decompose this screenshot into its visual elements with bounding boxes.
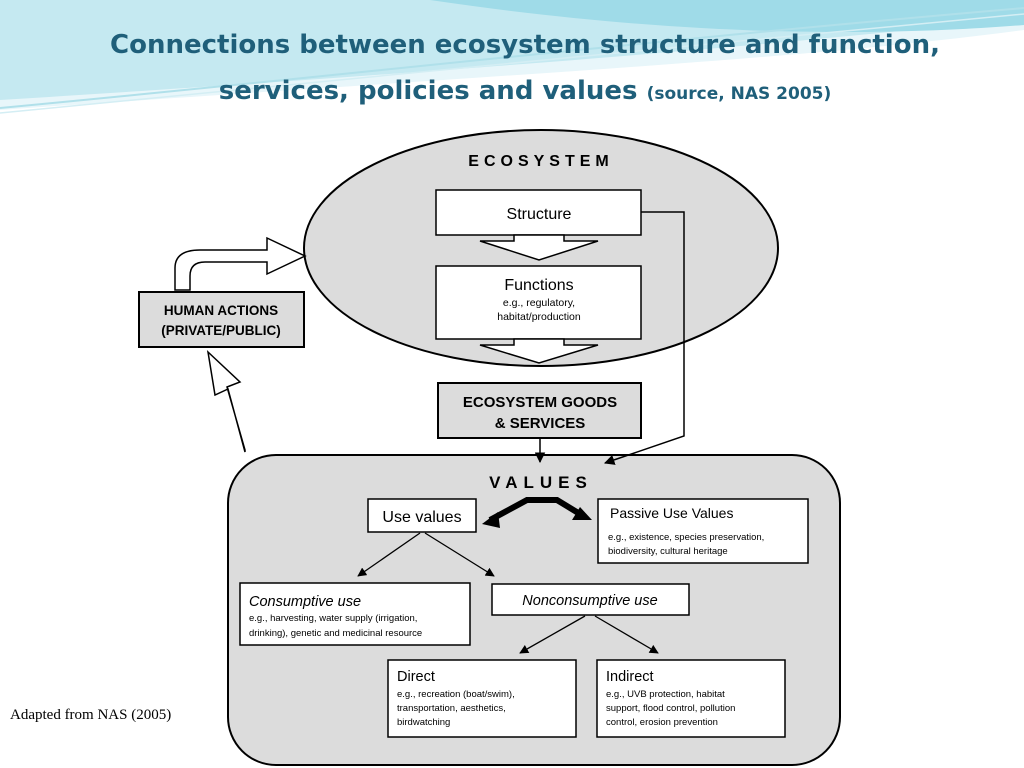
consumptive-use-label: Consumptive use <box>249 594 361 610</box>
direct-example-1: e.g., recreation (boat/swim), <box>397 689 515 700</box>
nonconsumptive-to-indirect-arrow <box>594 615 659 654</box>
left-arrow-head <box>482 512 500 528</box>
human-actions-label-1: HUMAN ACTIONS <box>164 303 278 318</box>
values-label: VALUES <box>489 473 593 492</box>
structure-label: Structure <box>507 206 572 223</box>
indirect-example-3: control, erosion prevention <box>606 717 718 728</box>
human-actions-label-2: (PRIVATE/PUBLIC) <box>161 323 281 338</box>
slide-title-text: services, policies and values <box>218 76 638 106</box>
indirect-label: Indirect <box>606 669 654 685</box>
goods-services-box <box>437 382 642 439</box>
values-to-human-arrow <box>206 349 246 453</box>
nonconsumptive-use-label: Nonconsumptive use <box>522 593 657 609</box>
slide-title-source: (source, NAS 2005) <box>646 84 832 104</box>
passive-use-label: Passive Use Values <box>610 505 733 521</box>
functions-label: Functions <box>504 277 573 294</box>
slide-title-line-2: services, policies and values (source, N… <box>60 76 990 106</box>
direct-example-2: transportation, aesthetics, <box>397 703 506 714</box>
functions-example-2: habitat/production <box>497 311 581 323</box>
use-values-label: Use values <box>382 509 461 526</box>
passive-use-box <box>597 498 809 564</box>
direct-label: Direct <box>397 669 435 685</box>
human-to-ecosystem-arrow <box>174 236 307 291</box>
direct-example-3: birdwatching <box>397 717 450 728</box>
indirect-box <box>596 659 786 738</box>
functions-box <box>435 265 642 340</box>
nonconsumptive-to-direct-arrow <box>519 615 586 654</box>
human-actions-box <box>138 291 305 348</box>
indirect-example-1: e.g., UVB protection, habitat <box>606 689 725 700</box>
decorative-header-waves <box>0 0 1024 114</box>
consumptive-use-example-2: drinking), genetic and medicinal resourc… <box>249 628 422 639</box>
consumptive-use-box <box>239 582 471 646</box>
use-passive-double-arrow <box>488 497 582 523</box>
right-arrow-head <box>572 507 592 520</box>
passive-use-example-2: biodiversity, cultural heritage <box>608 546 728 557</box>
structure-to-values-arrow <box>604 211 685 465</box>
caption: Adapted from NAS (2005) <box>10 707 172 723</box>
use-to-consumptive-arrow <box>357 532 421 577</box>
ecosystem-values-diagram: ECOSYSTEM Structure Functions e.g., regu… <box>130 125 845 768</box>
structure-box <box>435 189 642 236</box>
nonconsumptive-use-box <box>491 583 690 616</box>
passive-use-example-1: e.g., existence, species preservation, <box>608 532 764 543</box>
ecosystem-label: ECOSYSTEM <box>468 153 613 170</box>
indirect-example-2: support, flood control, pollution <box>606 703 735 714</box>
functions-example-1: e.g., regulatory, <box>503 297 575 309</box>
structure-to-functions-arrow <box>479 234 599 261</box>
direct-box <box>387 659 577 738</box>
use-values-box <box>367 498 477 533</box>
slide-title: Connections between ecosystem structure … <box>110 30 940 60</box>
functions-to-goods-arrow <box>479 338 599 364</box>
use-to-nonconsumptive-arrow <box>424 532 495 577</box>
consumptive-use-example-1: e.g., harvesting, water supply (irrigati… <box>249 613 417 624</box>
goods-services-label-1: ECOSYSTEM GOODS <box>463 394 617 411</box>
goods-services-label-2: & SERVICES <box>495 415 586 432</box>
